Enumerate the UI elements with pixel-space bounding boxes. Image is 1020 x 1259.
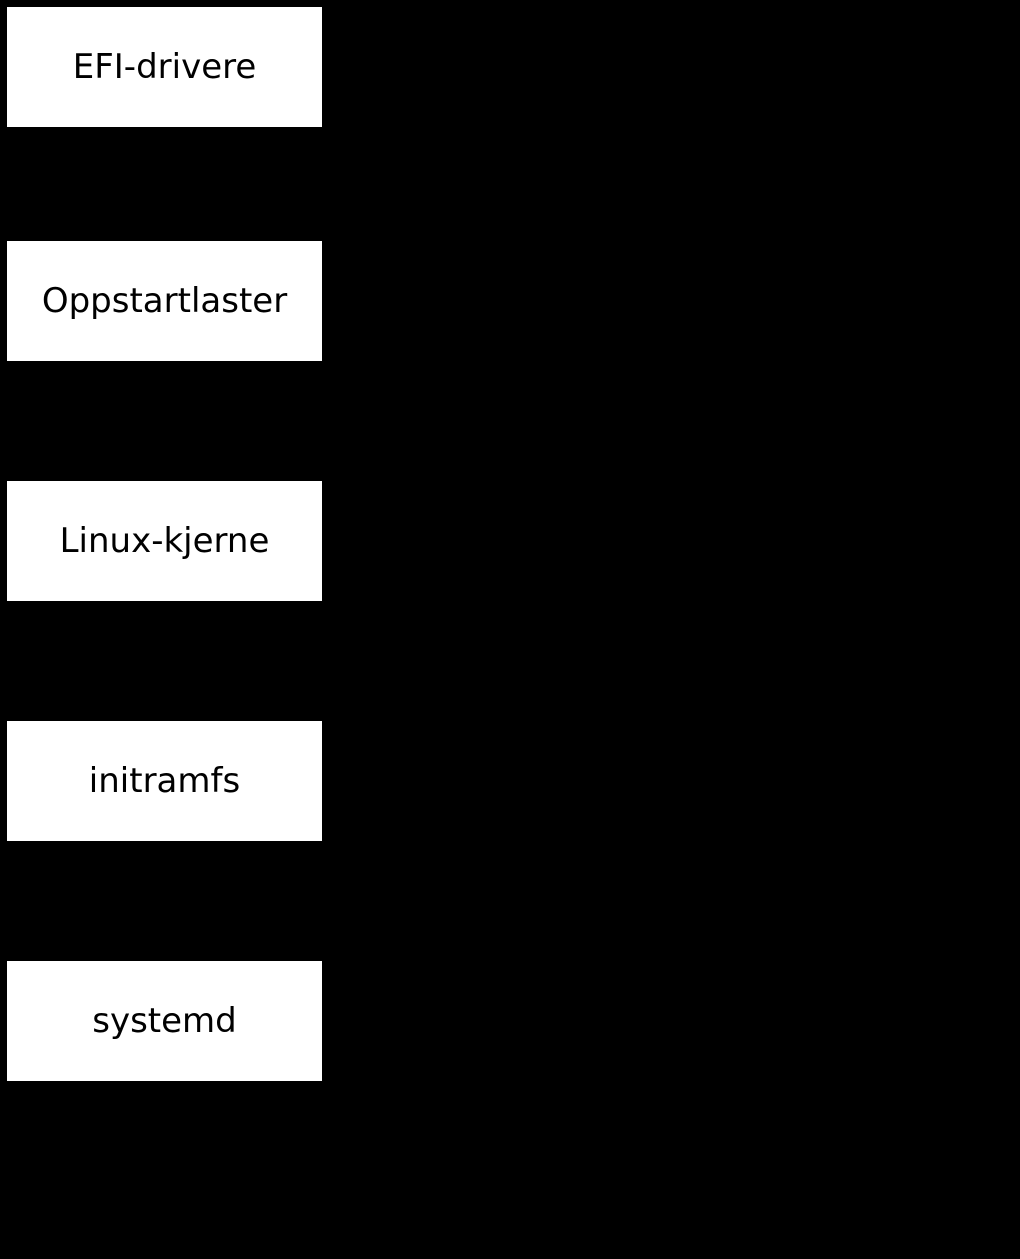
diagram-node-label: Oppstartlaster bbox=[41, 281, 288, 321]
diagram-node-initramfs[interactable]: initramfs bbox=[7, 721, 322, 841]
diagram-node-linux-kernel[interactable]: Linux-kjerne bbox=[7, 481, 322, 601]
diagram-node-efi-drivers[interactable]: EFI-drivere bbox=[7, 7, 322, 127]
diagram-node-label: systemd bbox=[92, 1001, 237, 1041]
diagram-node-label: EFI-drivere bbox=[72, 47, 257, 87]
diagram-node-bootloader[interactable]: Oppstartlaster bbox=[7, 241, 322, 361]
diagram-node-systemd[interactable]: systemd bbox=[7, 961, 322, 1081]
diagram-node-label: Linux-kjerne bbox=[59, 521, 270, 561]
diagram-node-label: initramfs bbox=[88, 761, 241, 801]
